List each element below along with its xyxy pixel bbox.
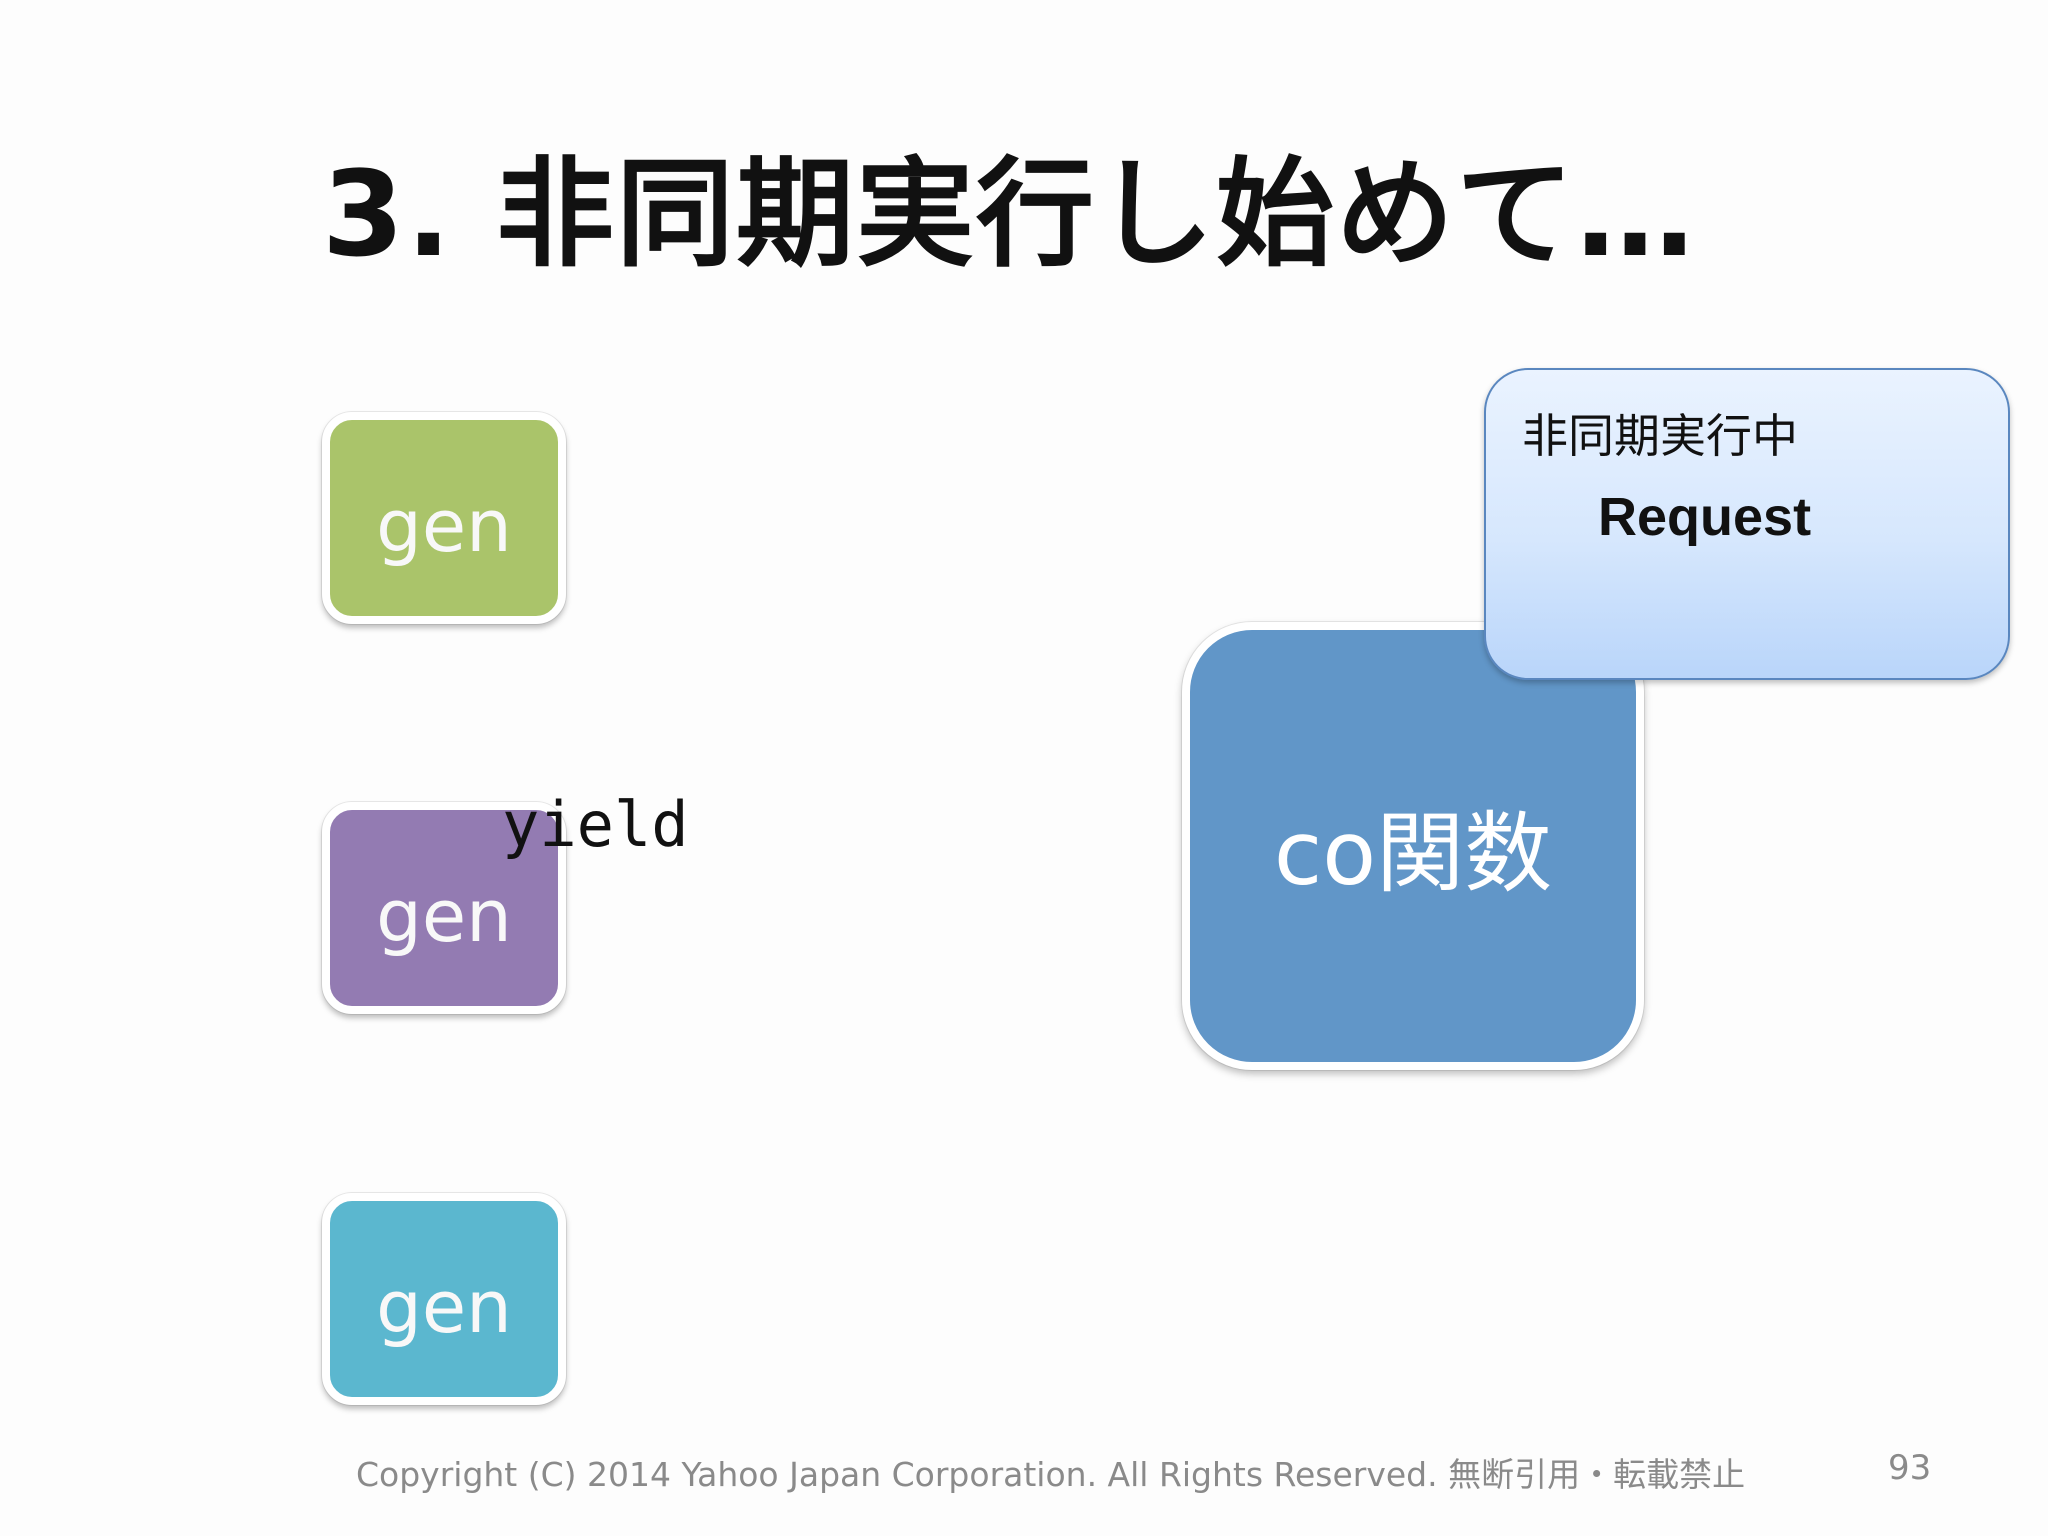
gen-box-1: gen	[322, 412, 566, 624]
request-label: Request	[1598, 487, 1812, 547]
yield-label: yield	[502, 788, 689, 861]
copyright-footer: Copyright (C) 2014 Yahoo Japan Corporati…	[356, 1455, 1746, 1494]
co-function-box: co関数	[1182, 622, 1644, 1070]
gen-box-2: gen	[322, 802, 566, 1014]
gen-label-2: gen	[376, 874, 512, 958]
page-number: 93	[1888, 1448, 1932, 1488]
async-execution-box: 非同期実行中 Request	[1484, 368, 2010, 680]
async-execution-label: 非同期実行中	[1522, 409, 1798, 463]
slide-title: 3. 非同期実行し始めて…	[322, 145, 1697, 283]
gen-label-1: gen	[376, 484, 512, 568]
gen-box-3: gen	[322, 1193, 566, 1405]
co-function-label: co関数	[1273, 801, 1553, 905]
gen-label-3: gen	[376, 1265, 512, 1349]
